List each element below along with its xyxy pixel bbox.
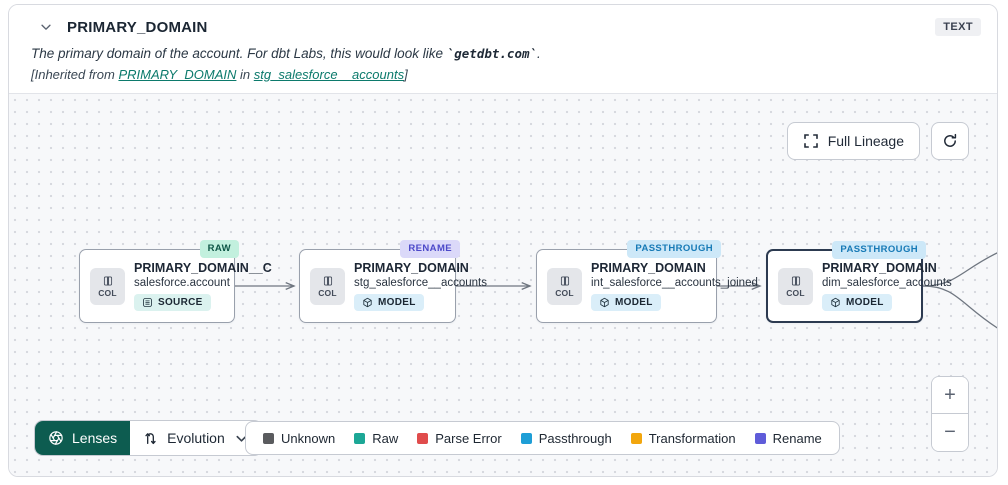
column-icon (323, 275, 332, 286)
full-lineage-label: Full Lineage (827, 133, 904, 149)
legend-swatch (354, 432, 366, 444)
inherited-model-link[interactable]: stg_salesforce__accounts (253, 67, 405, 82)
legend-item-parse-error: Parse Error (417, 431, 502, 446)
model-icon (363, 297, 372, 308)
model-icon (831, 297, 840, 308)
legend-item-raw: Raw (354, 431, 398, 446)
legend-swatch (417, 432, 429, 444)
expand-icon (803, 134, 818, 148)
refresh-icon (944, 133, 957, 147)
column-lineage-panel: PRIMARY_DOMAIN TEXT The primary domain o… (8, 4, 998, 477)
lineage-node-stg[interactable]: RENAME COL PRIMARY_DOMAIN stg_salesforce… (299, 240, 487, 323)
zoom-controls: + − (931, 376, 969, 452)
lineage-node-int[interactable]: PASSTHROUGH COL PRIMARY_DOMAIN int_sales… (536, 240, 758, 323)
data-type-badge: TEXT (935, 18, 981, 36)
lineage-legend: Unknown Raw Parse Error Passthrough Tran… (245, 421, 840, 455)
column-chip: COL (310, 267, 345, 305)
legend-item-transformation: Transformation (630, 431, 736, 446)
node-column-name: PRIMARY_DOMAIN__C (134, 261, 272, 275)
chevron-down-icon[interactable] (39, 20, 53, 34)
chevron-down-icon (236, 435, 247, 442)
column-icon (560, 275, 569, 286)
status-badge: PASSTHROUGH (627, 240, 721, 258)
node-column-name: PRIMARY_DOMAIN (591, 261, 706, 275)
zoom-in-button[interactable]: + (932, 377, 968, 414)
status-badge: PASSTHROUGH (832, 241, 926, 259)
node-model-name: stg_salesforce__accounts (354, 277, 487, 289)
node-column-name: PRIMARY_DOMAIN (354, 261, 469, 275)
resource-type-badge: SOURCE (134, 294, 211, 311)
legend-swatch (520, 432, 532, 444)
node-model-name: dim_salesforce_accounts (822, 277, 952, 289)
refresh-button[interactable] (931, 122, 969, 160)
legend-item-unknown: Unknown (263, 431, 335, 446)
legend-swatch (263, 432, 274, 444)
inline-code: `getdbt.com` (446, 46, 538, 61)
inherited-note: [Inherited from PRIMARY_DOMAIN in stg_sa… (31, 67, 408, 82)
column-title: PRIMARY_DOMAIN (67, 18, 208, 36)
resource-type-badge: MODEL (591, 294, 661, 311)
column-chip: COL (547, 267, 582, 305)
column-chip: COL (90, 267, 125, 305)
status-badge: RENAME (400, 240, 460, 258)
lineage-node-source[interactable]: RAW COL PRIMARY_DOMAIN__C salesforce.acc… (79, 240, 272, 323)
model-icon (600, 297, 609, 308)
legend-item-passthrough: Passthrough (520, 431, 612, 446)
lenses-button[interactable]: Lenses (35, 421, 131, 455)
node-model-name: salesforce.account (134, 277, 230, 289)
lineage-canvas[interactable]: Full Lineage RAW COL PRIMARY_DOMAIN__C s… (9, 94, 997, 476)
aperture-icon (49, 431, 63, 445)
legend-swatch (630, 432, 642, 444)
legend-swatch (754, 432, 766, 444)
inherited-column-link[interactable]: PRIMARY_DOMAIN (118, 67, 237, 82)
node-column-name: PRIMARY_DOMAIN (822, 261, 937, 275)
column-icon (103, 275, 112, 286)
evolution-dropdown[interactable]: Evolution (130, 421, 262, 455)
lineage-node-dim[interactable]: PASSTHROUGH COL PRIMARY_DOMAIN dim_sales… (766, 241, 952, 323)
column-chip: COL (778, 267, 813, 305)
status-badge: RAW (199, 240, 239, 258)
full-lineage-button[interactable]: Full Lineage (786, 122, 920, 160)
zoom-out-button[interactable]: − (932, 414, 968, 451)
evolution-icon (145, 432, 156, 444)
column-icon (791, 275, 800, 286)
column-header: PRIMARY_DOMAIN TEXT The primary domain o… (9, 5, 997, 94)
source-icon (143, 298, 152, 307)
resource-type-badge: MODEL (354, 294, 424, 311)
legend-item-rename: Rename (754, 431, 822, 446)
column-description: The primary domain of the account. For d… (31, 46, 541, 61)
resource-type-badge: MODEL (822, 294, 892, 311)
node-model-name: int_salesforce__accounts_joined (591, 277, 758, 289)
lenses-control: Lenses Evolution (35, 421, 262, 455)
